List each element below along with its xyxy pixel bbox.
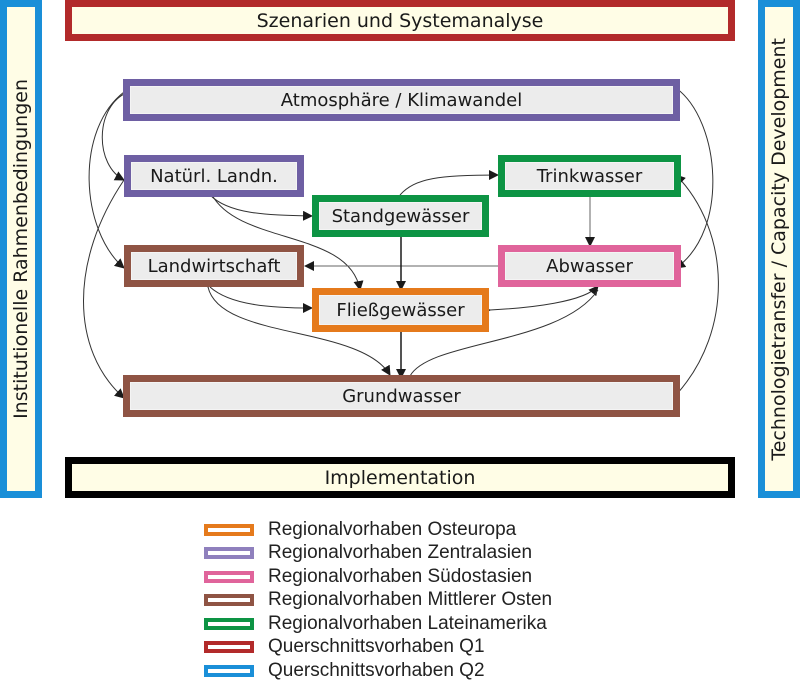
legend-swatch: [204, 594, 254, 607]
legend-item-suedostasien: Regionalvorhaben Südostasien: [204, 565, 552, 589]
legend-label: Regionalvorhaben Mittlerer Osten: [268, 589, 553, 611]
frame-technology-transfer: Technologietransfer / Capacity Developme…: [758, 0, 800, 498]
legend-swatch: [204, 641, 254, 654]
edge-atmos-landwirtschaft: [88, 82, 135, 269]
node-natuerl-label: Natürl. Landn.: [150, 165, 278, 187]
frame-institutional: Institutionelle Rahmenbedingungen: [0, 0, 42, 498]
frame-technology-transfer-label: Technologietransfer / Capacity Developme…: [768, 37, 790, 461]
frame-institutional-label: Institutionelle Rahmenbedingungen: [10, 79, 32, 419]
legend-label: Querschnittsvorhaben Q2: [268, 659, 485, 681]
frame-scenarios: Szenarien und Systemanalyse: [65, 0, 735, 41]
frame-implementation-label: Implementation: [324, 466, 476, 489]
legend-label: Regionalvorhaben Zentralasien: [268, 542, 533, 564]
node-atmosphaere: Atmosphäre / Klimawandel: [123, 79, 680, 121]
node-grundwasser: Grundwasser: [123, 375, 680, 417]
legend-label: Regionalvorhaben Lateinamerika: [268, 612, 547, 634]
legend-swatch: [204, 664, 254, 677]
node-natuerl-landn: Natürl. Landn.: [124, 155, 304, 197]
edge-natuerl-standgewaesser: [209, 194, 313, 221]
legend-label: Regionalvorhaben Osteuropa: [268, 518, 517, 540]
node-trinkwasser-label: Trinkwasser: [536, 165, 643, 187]
legend-swatch: [204, 523, 254, 536]
legend-item-mittlerer-osten: Regionalvorhaben Mittlerer Osten: [204, 589, 552, 613]
legend-swatch: [204, 570, 254, 583]
edge-abwasser-fliessgewaesser: [480, 285, 599, 316]
node-abwasser-label: Abwasser: [546, 255, 633, 277]
node-fliessgewaesser: Fließgewässer: [312, 288, 489, 332]
legend-item-q1: Querschnittsvorhaben Q1: [204, 636, 552, 660]
legend-item-q2: Querschnittsvorhaben Q2: [204, 659, 552, 683]
node-grundwasser-label: Grundwasser: [342, 385, 461, 407]
node-landwirtschaft: Landwirtschaft: [124, 245, 304, 287]
legend-swatch: [204, 547, 254, 560]
node-standgewaesser-label: Standgewässer: [331, 205, 470, 227]
legend-swatch: [204, 617, 254, 630]
legend: Regionalvorhaben Osteuropa Regionalvorha…: [204, 518, 552, 683]
node-fliessgewaesser-label: Fließgewässer: [336, 299, 465, 321]
node-trinkwasser: Trinkwasser: [498, 155, 681, 197]
edge-natuerl-grundwasser: [83, 179, 125, 399]
node-landwirtschaft-label: Landwirtschaft: [147, 255, 281, 277]
edge-standgewaesser-trinkwasser: [399, 170, 499, 196]
edge-atmos-abwasser: [675, 87, 714, 269]
legend-item-lateinamerika: Regionalvorhaben Lateinamerika: [204, 612, 552, 636]
node-abwasser: Abwasser: [498, 245, 681, 287]
edge-atmos-natuerl: [101, 85, 135, 181]
node-standgewaesser: Standgewässer: [312, 195, 489, 237]
legend-item-osteuropa: Regionalvorhaben Osteuropa: [204, 518, 552, 542]
node-atmosphaere-label: Atmosphäre / Klimawandel: [280, 89, 523, 111]
frame-implementation: Implementation: [65, 457, 735, 498]
edge-grundwasser-trinkwasser: [675, 174, 719, 396]
legend-label: Regionalvorhaben Südostasien: [268, 565, 533, 587]
legend-label: Querschnittsvorhaben Q1: [268, 636, 485, 658]
legend-item-zentralasien: Regionalvorhaben Zentralasien: [204, 542, 552, 566]
frame-scenarios-label: Szenarien und Systemanalyse: [256, 9, 544, 32]
edge-landwirtschaft-fliessgewaesser: [209, 286, 313, 313]
